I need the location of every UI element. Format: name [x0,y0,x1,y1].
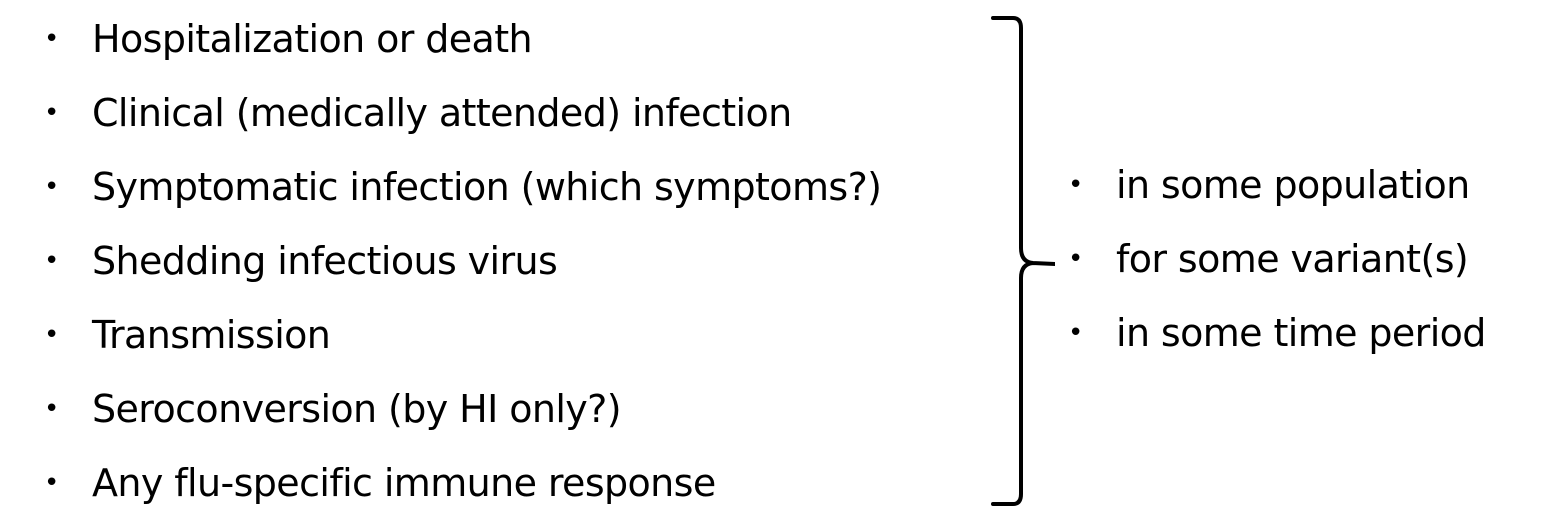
outcome-label: Hospitalization or death [92,17,533,61]
qualifier-label: in some time period [1116,311,1486,355]
bullet-icon: • [1068,318,1084,348]
bullet-icon: • [1068,244,1084,274]
bullet-icon: • [44,172,60,202]
qualifier-label: for some variant(s) [1116,237,1469,281]
bullet-icon: • [44,394,60,424]
right-curly-brace-icon [991,16,1055,506]
outcome-label: Transmission [92,313,331,357]
bullet-icon: • [1068,170,1084,200]
bullet-icon: • [44,98,60,128]
outcome-label: Symptomatic infection (which symptoms?) [92,165,882,209]
bullet-icon: • [44,24,60,54]
bullet-icon: • [44,320,60,350]
bullet-icon: • [44,246,60,276]
qualifier-label: in some population [1116,163,1470,207]
outcome-label: Seroconversion (by HI only?) [92,387,622,431]
outcome-label: Clinical (medically attended) infection [92,91,792,135]
bullet-icon: • [44,468,60,498]
outcome-label: Shedding infectious virus [92,239,558,283]
outcome-label: Any flu-specific immune response [92,461,716,505]
